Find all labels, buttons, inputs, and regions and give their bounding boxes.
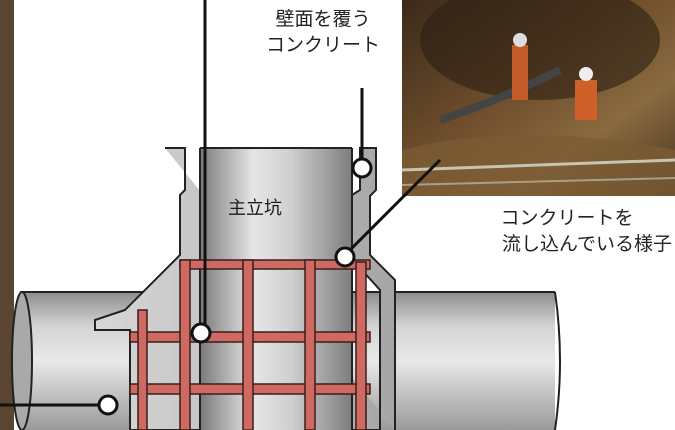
pouring-label-line1: コンクリートを bbox=[500, 207, 634, 229]
leader-lines bbox=[0, 0, 442, 407]
pouring-label: コンクリートを 流し込んでいる様子 bbox=[462, 205, 672, 257]
leader-pouring bbox=[343, 158, 442, 257]
marker-rebar bbox=[190, 322, 212, 344]
wall-concrete-label: 壁面を覆う コンクリート bbox=[248, 6, 398, 58]
marker-wall-concrete bbox=[351, 157, 373, 179]
main-shaft bbox=[199, 147, 353, 430]
wall-concrete-label-line2: コンクリート bbox=[265, 34, 380, 56]
construction-photo bbox=[401, 0, 675, 196]
main-shaft-label: 主立坑 bbox=[228, 198, 282, 219]
marker-tunnel bbox=[97, 394, 119, 416]
wall-concrete-label-line1: 壁面を覆う bbox=[275, 8, 371, 30]
pouring-label-line2: 流し込んでいる様子 bbox=[501, 233, 672, 255]
marker-pouring bbox=[334, 246, 356, 268]
rebar-grid bbox=[129, 259, 371, 430]
edge-photo-strip bbox=[0, 0, 14, 430]
